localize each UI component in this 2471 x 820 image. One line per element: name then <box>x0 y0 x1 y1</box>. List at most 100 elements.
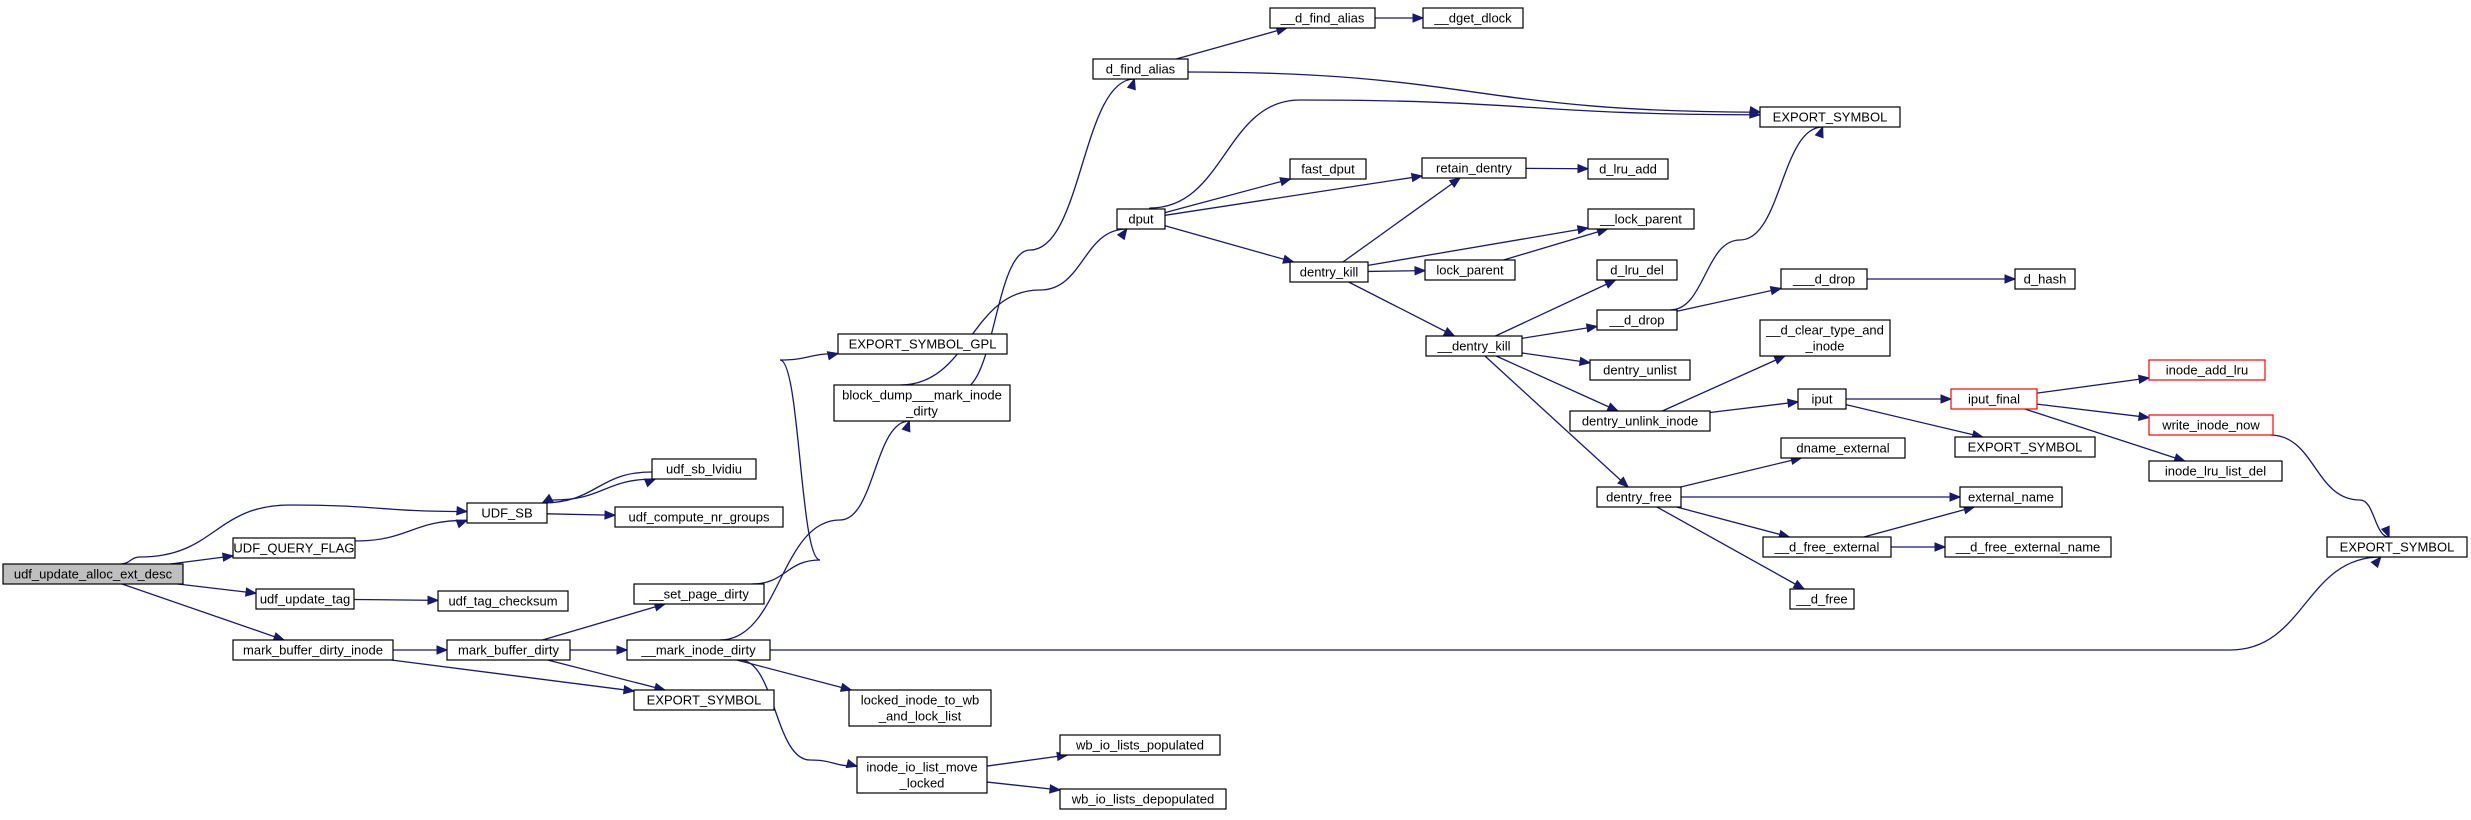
node---dentry-kill[interactable]: __dentry_kill <box>1425 335 1523 357</box>
node-EXPORT-SYMBOL-right[interactable]: EXPORT_SYMBOL <box>2326 536 2468 558</box>
node-dput[interactable]: dput <box>1116 208 1166 230</box>
node-box <box>1944 536 2112 558</box>
node-box <box>1587 208 1695 230</box>
node-label: iput <box>1812 392 1833 407</box>
node-inode-lru-list-del[interactable]: inode_lru_list_del <box>2148 460 2283 482</box>
node-mark-buffer-dirty[interactable]: mark_buffer_dirty <box>446 639 571 661</box>
node-label: locked_inode_to_wb <box>861 693 980 708</box>
node-EXPORT-SYMBOL-GPL[interactable]: EXPORT_SYMBOL_GPL <box>837 333 1008 355</box>
node---d-find-alias[interactable]: __d_find_alias <box>1269 7 1376 29</box>
node---dget-dlock[interactable]: __dget_dlock <box>1422 7 1524 29</box>
arrowhead <box>1410 172 1424 183</box>
node-retain-dentry[interactable]: retain_dentry <box>1421 157 1527 179</box>
node-box <box>1092 58 1189 80</box>
node-box <box>446 639 571 661</box>
edge-__dentry_kill-to-__d_drop <box>1521 323 1599 339</box>
node-udf-sb-lvidiu[interactable]: udf_sb_lvidiu <box>651 458 757 480</box>
node-label: ___d_drop <box>1792 272 1855 287</box>
node-dentry-unlist[interactable]: dentry_unlist <box>1589 359 1691 381</box>
node-dentry-kill[interactable]: dentry_kill <box>1289 261 1369 283</box>
node-block-dump[interactable]: block_dump___mark_inode_dirty <box>833 384 1011 422</box>
edge-dput-to-fast_dput <box>1164 177 1292 214</box>
node-box <box>2148 460 2283 482</box>
node-locked-inode[interactable]: locked_inode_to_wb_and_lock_list <box>848 689 992 727</box>
node-dentry-unlink-inode[interactable]: dentry_unlink_inode <box>1569 410 1711 432</box>
node-EXPORT-SYMBOL-iput[interactable]: EXPORT_SYMBOL <box>1954 436 2096 458</box>
node-label: __dentry_kill <box>1437 339 1511 354</box>
edge-mark_buffer_dirty_inode-to-mark_buffer_dirty <box>393 645 449 655</box>
node-udf-update-alloc-ext-desc[interactable]: udf_update_alloc_ext_desc <box>2 563 184 585</box>
node-udf-update-tag[interactable]: udf_update_tag <box>255 588 355 610</box>
node-box <box>2148 414 2274 436</box>
node----d-drop[interactable]: ___d_drop <box>1780 268 1868 290</box>
node---lock-parent[interactable]: __lock_parent <box>1587 208 1695 230</box>
node-box <box>232 639 394 661</box>
arrowhead <box>1576 225 1590 235</box>
node-dentry-free[interactable]: dentry_free <box>1596 486 1682 508</box>
node-label: external_name <box>1968 490 2054 505</box>
arrowhead <box>1940 394 1953 404</box>
edge-dput-to-EXPORT_SYMBOL_top <box>1148 99 1762 210</box>
node-label: lock_parent <box>1436 263 1504 278</box>
node-EXPORT-SYMBOL-a[interactable]: EXPORT_SYMBOL <box>633 689 775 711</box>
node-box <box>1596 309 1678 331</box>
node---set-page-dirty[interactable]: __set_page_dirty <box>633 583 765 605</box>
edge-__d_find_alias-to-__dget_dlock <box>1375 13 1425 23</box>
node-UDF-SB[interactable]: UDF_SB <box>466 502 548 524</box>
node-wb-io-depop[interactable]: wb_io_lists_depopulated <box>1059 788 1227 810</box>
arrowhead <box>1126 77 1136 91</box>
node-box <box>1954 436 2096 458</box>
node---d-drop[interactable]: __d_drop <box>1596 309 1678 331</box>
arrowhead <box>455 519 469 529</box>
node-fast-dput[interactable]: fast_dput <box>1289 158 1367 180</box>
node-wb-io-pop[interactable]: wb_io_lists_populated <box>1059 734 1221 756</box>
node-box <box>2148 359 2266 381</box>
node-d-lru-add[interactable]: d_lru_add <box>1587 158 1669 180</box>
node-inode-io-list[interactable]: inode_io_list_move_locked <box>856 756 988 794</box>
node---mark-inode-dirty[interactable]: __mark_inode_dirty <box>626 639 771 661</box>
node-udf-compute-nr-groups[interactable]: udf_compute_nr_groups <box>614 506 784 528</box>
node-inode-add-lru[interactable]: inode_add_lru <box>2148 359 2266 381</box>
node-iput[interactable]: iput <box>1797 388 1847 410</box>
arrowhead <box>1749 109 1762 119</box>
node---d-clear-type[interactable]: __d_clear_type_and_inode <box>1759 319 1891 357</box>
node-d-lru-del[interactable]: d_lru_del <box>1596 259 1678 281</box>
node-box <box>1269 7 1376 29</box>
edge-udf_sb_lvidiu-to-UDF_SB <box>541 471 653 504</box>
node-iput-final[interactable]: iput_final <box>1950 388 2038 410</box>
node---d-free-external[interactable]: __d_free_external <box>1762 536 1892 558</box>
node-label: mark_buffer_dirty <box>458 643 559 658</box>
edge-__dentry_kill-to-dentry_unlist <box>1521 352 1592 366</box>
arrowhead <box>604 510 617 520</box>
node-label: udf_update_alloc_ext_desc <box>14 567 173 582</box>
node-udf-tag-checksum[interactable]: udf_tag_checksum <box>437 590 569 612</box>
node-box <box>1059 788 1227 810</box>
node-dname-external[interactable]: dname_external <box>1780 437 1906 459</box>
node---d-free[interactable]: __d_free <box>1789 588 1855 610</box>
node-box <box>833 384 1011 422</box>
node-label: dentry_unlink_inode <box>1582 414 1698 429</box>
arrowhead <box>2004 274 2017 284</box>
node-external-name[interactable]: external_name <box>1959 486 2063 508</box>
arrowhead <box>245 587 258 597</box>
node-label: inode_lru_list_del <box>2165 464 2266 479</box>
node-label: EXPORT_SYMBOL <box>1773 110 1888 125</box>
edge-block_dump-to-dput <box>899 227 1128 386</box>
edge-udf_update_tag-to-udf_tag_checksum <box>353 595 440 605</box>
arrowhead <box>2370 555 2382 569</box>
node-mark-buffer-dirty-inode[interactable]: mark_buffer_dirty_inode <box>232 639 394 661</box>
node-UDF-QUERY-FLAG[interactable]: UDF_QUERY_FLAG <box>232 537 356 559</box>
arrowhead <box>1442 327 1456 337</box>
node-EXPORT-SYMBOL-top[interactable]: EXPORT_SYMBOL <box>1759 106 1901 128</box>
node-d-hash[interactable]: d_hash <box>2014 268 2076 290</box>
edge-__mark_inode_dirty-to-block_dump <box>719 419 911 641</box>
node-box <box>437 590 569 612</box>
edge-__set_page_dirty-to-EXPORT_SYMBOL_GPL <box>751 351 840 585</box>
node---d-free-external-name[interactable]: __d_free_external_name <box>1944 536 2112 558</box>
node-lock-parent[interactable]: lock_parent <box>1424 259 1516 281</box>
arrowhead <box>427 595 440 605</box>
node-d-find-alias[interactable]: d_find_alias <box>1092 58 1189 80</box>
node-write-inode-now[interactable]: write_inode_now <box>2148 414 2274 436</box>
node-label: wb_io_lists_depopulated <box>1071 792 1214 807</box>
arrowhead <box>456 506 469 516</box>
